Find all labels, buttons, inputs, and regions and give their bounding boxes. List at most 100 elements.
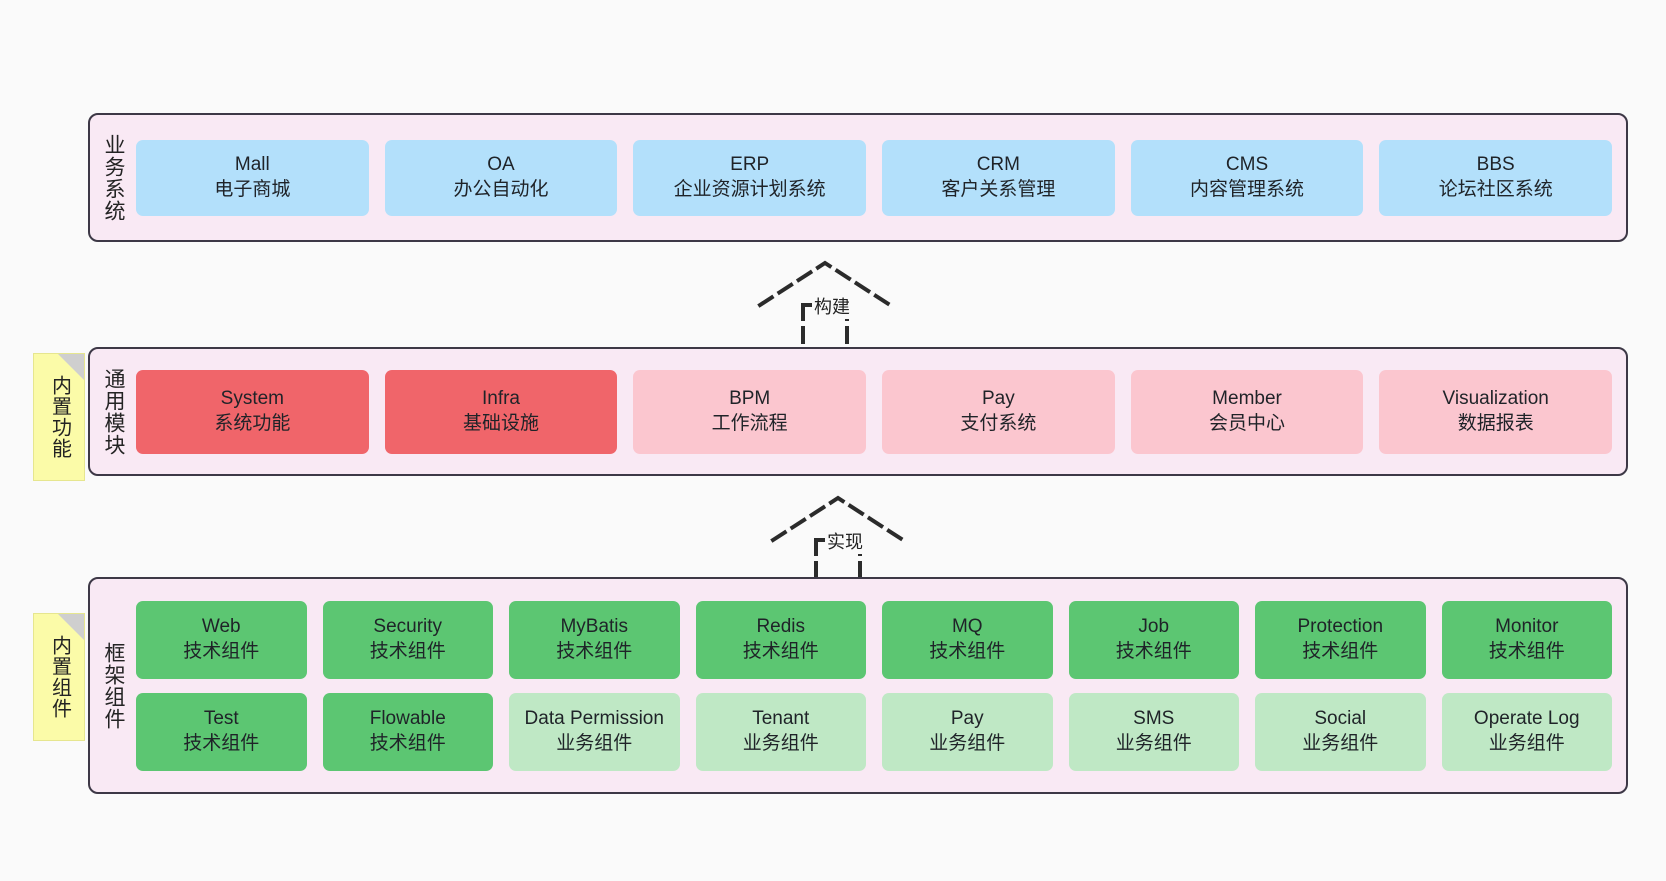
card-title: Data Permission — [524, 708, 664, 730]
card-crm[interactable]: CRM 客户关系管理 — [882, 139, 1115, 216]
card-title: Member — [1212, 388, 1282, 410]
card-system[interactable]: System 系统功能 — [136, 369, 369, 454]
card-infra[interactable]: Infra 基础设施 — [384, 369, 618, 454]
card-title: Social — [1314, 708, 1367, 730]
connector-label-build: 构建 — [812, 293, 852, 319]
card-title: MyBatis — [560, 616, 629, 638]
card-title: Pay — [950, 708, 984, 730]
card-sms[interactable]: SMS 业务组件 — [1068, 692, 1239, 771]
card-title: BBS — [1476, 154, 1515, 176]
card-subtitle: 技术组件 — [1302, 640, 1379, 662]
card-subtitle: 技术组件 — [1488, 640, 1565, 662]
fold-corner-icon — [58, 354, 84, 380]
card-title: Test — [203, 708, 239, 730]
card-title: Redis — [756, 616, 806, 638]
card-subtitle: 技术组件 — [369, 640, 446, 662]
card-subtitle: 电子商城 — [214, 178, 291, 200]
card-subtitle: 会员中心 — [1209, 412, 1286, 434]
card-subtitle: 企业资源计划系统 — [673, 178, 826, 200]
card-mall[interactable]: Mall 电子商城 — [136, 139, 369, 216]
card-subtitle: 业务组件 — [742, 732, 819, 754]
layer-label-common-module: 通用模块 — [101, 367, 125, 456]
card-subtitle: 客户关系管理 — [941, 178, 1056, 200]
card-subtitle: 业务组件 — [556, 732, 633, 754]
card-tenant[interactable]: Tenant 业务组件 — [695, 692, 866, 771]
layer-label-framework-component: 框架组件 — [101, 641, 125, 730]
card-subtitle: 技术组件 — [183, 640, 260, 662]
layer-label-business-system: 业务系统 — [101, 133, 125, 222]
card-job[interactable]: Job 技术组件 — [1068, 600, 1239, 679]
card-title: Mall — [234, 154, 270, 176]
sticky-note-builtin-function: 内置功能 — [33, 353, 85, 481]
card-title: BPM — [729, 388, 771, 410]
connector-label-realize: 实现 — [825, 528, 865, 554]
card-title: Monitor — [1495, 616, 1559, 638]
sticky-note-label: 内置功能 — [48, 375, 71, 459]
card-subtitle: 支付系统 — [960, 412, 1037, 434]
card-row: System 系统功能 Infra 基础设施 BPM 工作流程 Pay 支付系统… — [136, 369, 1613, 454]
card-mq[interactable]: MQ 技术组件 — [882, 600, 1053, 679]
layer-body-common-module: System 系统功能 Infra 基础设施 BPM 工作流程 Pay 支付系统… — [136, 349, 1626, 474]
card-title: ERP — [730, 154, 770, 176]
card-subtitle: 基础设施 — [463, 412, 540, 434]
card-cms[interactable]: CMS 内容管理系统 — [1130, 139, 1364, 216]
card-mybatis[interactable]: MyBatis 技术组件 — [509, 600, 680, 679]
card-member[interactable]: Member 会员中心 — [1130, 369, 1364, 454]
card-subtitle: 办公自动化 — [453, 178, 549, 200]
card-subtitle: 业务组件 — [1302, 732, 1379, 754]
card-row: Mall 电子商城 OA 办公自动化 ERP 企业资源计划系统 CRM 客户关系… — [136, 139, 1613, 216]
card-redis[interactable]: Redis 技术组件 — [695, 600, 866, 679]
card-title: Job — [1138, 616, 1170, 638]
card-subtitle: 业务组件 — [1488, 732, 1565, 754]
card-web[interactable]: Web 技术组件 — [136, 600, 307, 679]
card-title: Infra — [481, 388, 521, 410]
layer-framework-component: 框架组件 Web 技术组件 Security 技术组件 MyBatis 技术组件… — [88, 577, 1628, 794]
card-title: MQ — [951, 616, 983, 638]
card-subtitle: 业务组件 — [1115, 732, 1192, 754]
card-title: Protection — [1297, 616, 1384, 638]
card-security[interactable]: Security 技术组件 — [322, 600, 493, 679]
card-subtitle: 工作流程 — [711, 412, 788, 434]
card-flowable[interactable]: Flowable 技术组件 — [322, 692, 493, 771]
card-data-permission[interactable]: Data Permission 业务组件 — [509, 692, 680, 771]
layer-body-business-system: Mall 电子商城 OA 办公自动化 ERP 企业资源计划系统 CRM 客户关系… — [136, 115, 1626, 240]
layer-common-module: 通用模块 System 系统功能 Infra 基础设施 BPM 工作流程 Pay… — [88, 347, 1628, 476]
card-row-business: Test 技术组件 Flowable 技术组件 Data Permission … — [136, 692, 1612, 771]
card-subtitle: 技术组件 — [929, 640, 1006, 662]
card-title: Pay — [981, 388, 1015, 410]
card-subtitle: 技术组件 — [369, 732, 446, 754]
card-pay[interactable]: Pay 支付系统 — [882, 369, 1115, 454]
card-visualization[interactable]: Visualization 数据报表 — [1379, 369, 1613, 454]
card-bbs[interactable]: BBS 论坛社区系统 — [1379, 139, 1613, 216]
card-erp[interactable]: ERP 企业资源计划系统 — [633, 139, 867, 216]
card-test[interactable]: Test 技术组件 — [136, 692, 307, 771]
card-title: CMS — [1225, 154, 1269, 176]
card-title: CRM — [976, 154, 1020, 176]
card-bpm[interactable]: BPM 工作流程 — [633, 369, 867, 454]
card-subtitle: 技术组件 — [556, 640, 633, 662]
fold-corner-icon — [58, 614, 84, 640]
card-protection[interactable]: Protection 技术组件 — [1255, 600, 1426, 679]
card-subtitle: 系统功能 — [214, 412, 291, 434]
card-title: Tenant — [752, 708, 810, 730]
sticky-note-builtin-component: 内置组件 — [33, 613, 85, 741]
card-subtitle: 内容管理系统 — [1190, 178, 1305, 200]
card-oa[interactable]: OA 办公自动化 — [384, 139, 618, 216]
connector-realize: 实现 — [768, 490, 918, 580]
card-subtitle: 业务组件 — [929, 732, 1006, 754]
card-social[interactable]: Social 业务组件 — [1255, 692, 1426, 771]
card-subtitle: 数据报表 — [1457, 412, 1534, 434]
card-title: Operate Log — [1473, 708, 1580, 730]
sticky-note-label: 内置组件 — [48, 635, 71, 719]
layer-business-system: 业务系统 Mall 电子商城 OA 办公自动化 ERP 企业资源计划系统 CRM… — [88, 113, 1628, 242]
connector-build: 构建 — [755, 255, 905, 345]
card-pay-business[interactable]: Pay 业务组件 — [882, 692, 1053, 771]
layer-body-framework-component: Web 技术组件 Security 技术组件 MyBatis 技术组件 Redi… — [136, 579, 1626, 792]
card-operate-log[interactable]: Operate Log 业务组件 — [1441, 692, 1612, 771]
card-title: Web — [201, 616, 241, 638]
card-monitor[interactable]: Monitor 技术组件 — [1441, 600, 1612, 679]
card-title: Security — [373, 616, 443, 638]
card-title: OA — [487, 154, 515, 176]
card-row-technical: Web 技术组件 Security 技术组件 MyBatis 技术组件 Redi… — [136, 600, 1612, 679]
card-subtitle: 技术组件 — [183, 732, 260, 754]
